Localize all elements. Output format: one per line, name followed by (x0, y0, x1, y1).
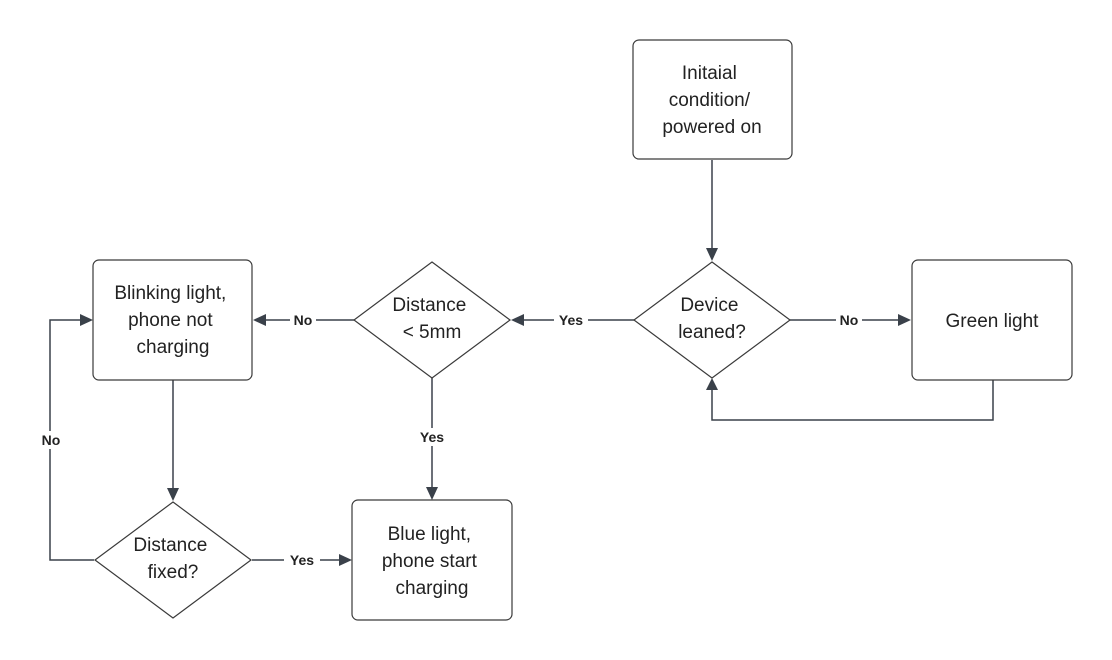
node-initial-line: Initaial (682, 63, 737, 84)
node-fixed-line: fixed? (148, 562, 199, 583)
node-distance-fixed (93, 501, 253, 619)
node-initial-line: powered on (662, 117, 761, 138)
edge-label-device-yes: Yes (559, 312, 583, 328)
edge-label-fixed-no: No (42, 432, 61, 448)
node-initial-condition (632, 39, 793, 160)
edge-label-distance-no: No (294, 312, 313, 328)
node-distance-5mm-label: Distance < 5mm (392, 295, 471, 343)
node-fixed-line: Distance (133, 535, 207, 556)
arrowhead (167, 488, 179, 501)
node-device-leaned-label: Device leaned? (678, 295, 746, 343)
node-device-line: leaned? (678, 322, 746, 343)
node-green-light-label: Green light (946, 311, 1040, 332)
arrowhead (253, 314, 266, 326)
node-blinking-light-label: Blinking light, phone not charging (114, 283, 231, 358)
edge-green-to-device (711, 380, 994, 421)
arrowhead (339, 554, 352, 566)
node-blinking-light (92, 259, 253, 381)
node-blinking-line: phone not (128, 310, 213, 331)
node-blinking-line: Blinking light, (114, 283, 226, 304)
arrowhead (898, 314, 911, 326)
arrowhead (511, 314, 524, 326)
node-device-leaned (632, 261, 792, 379)
arrowhead (426, 487, 438, 500)
arrowhead (80, 314, 93, 326)
node-blue-light (351, 499, 513, 621)
node-device-line: Device (680, 295, 738, 316)
node-blue-line: phone start (382, 551, 478, 572)
edge-label-distance-yes: Yes (420, 429, 444, 445)
node-distance-fixed-label: Distance fixed? (133, 535, 212, 583)
node-blue-line: charging (396, 578, 469, 599)
arrowhead (706, 378, 718, 390)
node-blinking-line: charging (137, 337, 210, 358)
node-initial-condition-label: Initaial condition/ powered on (662, 63, 761, 138)
edge-label-device-no: No (840, 312, 859, 328)
node-green-line: Green light (946, 311, 1040, 332)
node-distance-line: Distance (392, 295, 466, 316)
arrowhead (706, 248, 718, 261)
node-blue-light-label: Blue light, phone start charging (382, 524, 482, 599)
node-green-light (911, 259, 1073, 381)
node-distance-5mm (352, 261, 512, 379)
node-distance-line: < 5mm (403, 322, 462, 343)
node-initial-line: condition/ (669, 90, 751, 111)
edge-label-fixed-yes: Yes (290, 552, 314, 568)
node-blue-line: Blue light, (388, 524, 471, 545)
